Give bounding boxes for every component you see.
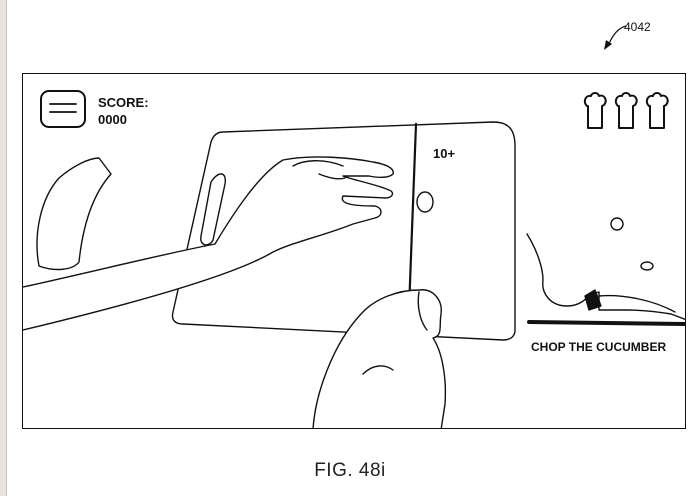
points-popup: 10+ bbox=[433, 146, 456, 161]
reference-numeral: 4042 bbox=[624, 20, 651, 34]
chef-hat-icon bbox=[583, 92, 607, 129]
left-arm bbox=[23, 156, 394, 331]
score-label: SCORE: bbox=[98, 95, 149, 110]
cucumber-end bbox=[416, 191, 434, 213]
lives-indicator bbox=[583, 92, 669, 129]
chop-illustration bbox=[526, 217, 685, 326]
right-hand bbox=[312, 289, 447, 428]
game-screen: SCORE: 0000 10+ CHOP THE CUCUMBER bbox=[22, 73, 686, 429]
cutting-board bbox=[171, 121, 516, 341]
figure-caption: FIG. 48i bbox=[314, 460, 386, 481]
cucumber-slice bbox=[36, 157, 112, 271]
reference-arrow bbox=[604, 25, 627, 50]
chef-hat-icon bbox=[614, 92, 638, 129]
menu-icon[interactable] bbox=[40, 90, 86, 128]
page-edge bbox=[0, 0, 7, 496]
instruction-text: CHOP THE CUCUMBER bbox=[531, 340, 667, 354]
game-scene bbox=[23, 90, 685, 428]
chef-hat-icon bbox=[645, 92, 669, 129]
score-value: 0000 bbox=[98, 112, 127, 127]
board-handle bbox=[200, 173, 226, 246]
